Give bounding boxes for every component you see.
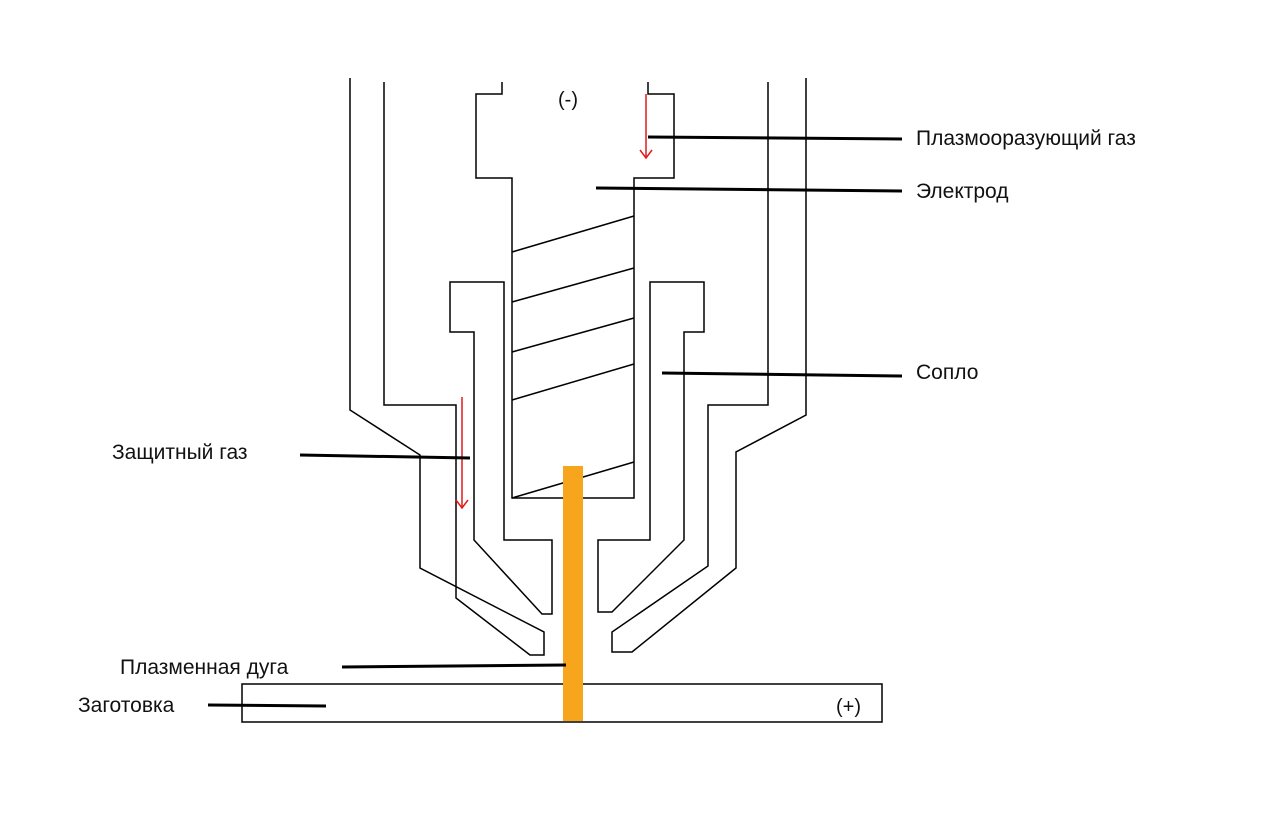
label-plasma-gas: Плазмооразующий газ	[916, 127, 1136, 150]
leader-nozzle	[661, 371, 903, 378]
leader-shield-gas	[299, 453, 471, 460]
leader-plasma-arc	[341, 663, 567, 669]
workpiece-polarity: (+)	[836, 696, 861, 718]
workpiece-plate	[241, 683, 883, 723]
plasma-arc-column	[563, 466, 583, 721]
label-electrode: Электрод	[916, 180, 1009, 203]
nozzle-right	[597, 281, 705, 613]
electrode-holder	[475, 82, 675, 499]
plasma-gas-flow-arrow	[639, 94, 653, 160]
shield-gas-flow-arrow	[455, 397, 469, 510]
nozzle-left	[449, 281, 553, 615]
label-plasma-arc: Плазменная дуга	[120, 656, 289, 679]
leader-electrode	[595, 186, 903, 193]
label-nozzle: Сопло	[916, 361, 978, 384]
label-shield-gas: Защитный газ	[112, 441, 248, 464]
shield-cup-right-outer	[611, 78, 807, 653]
leader-plasma-gas	[647, 135, 903, 141]
shield-cup-left-outer	[349, 78, 545, 656]
electrode-polarity: (-)	[558, 89, 578, 111]
label-workpiece: Заготовка	[78, 694, 175, 717]
leader-workpiece	[207, 703, 327, 708]
electrode-swirl-lines	[511, 215, 635, 499]
